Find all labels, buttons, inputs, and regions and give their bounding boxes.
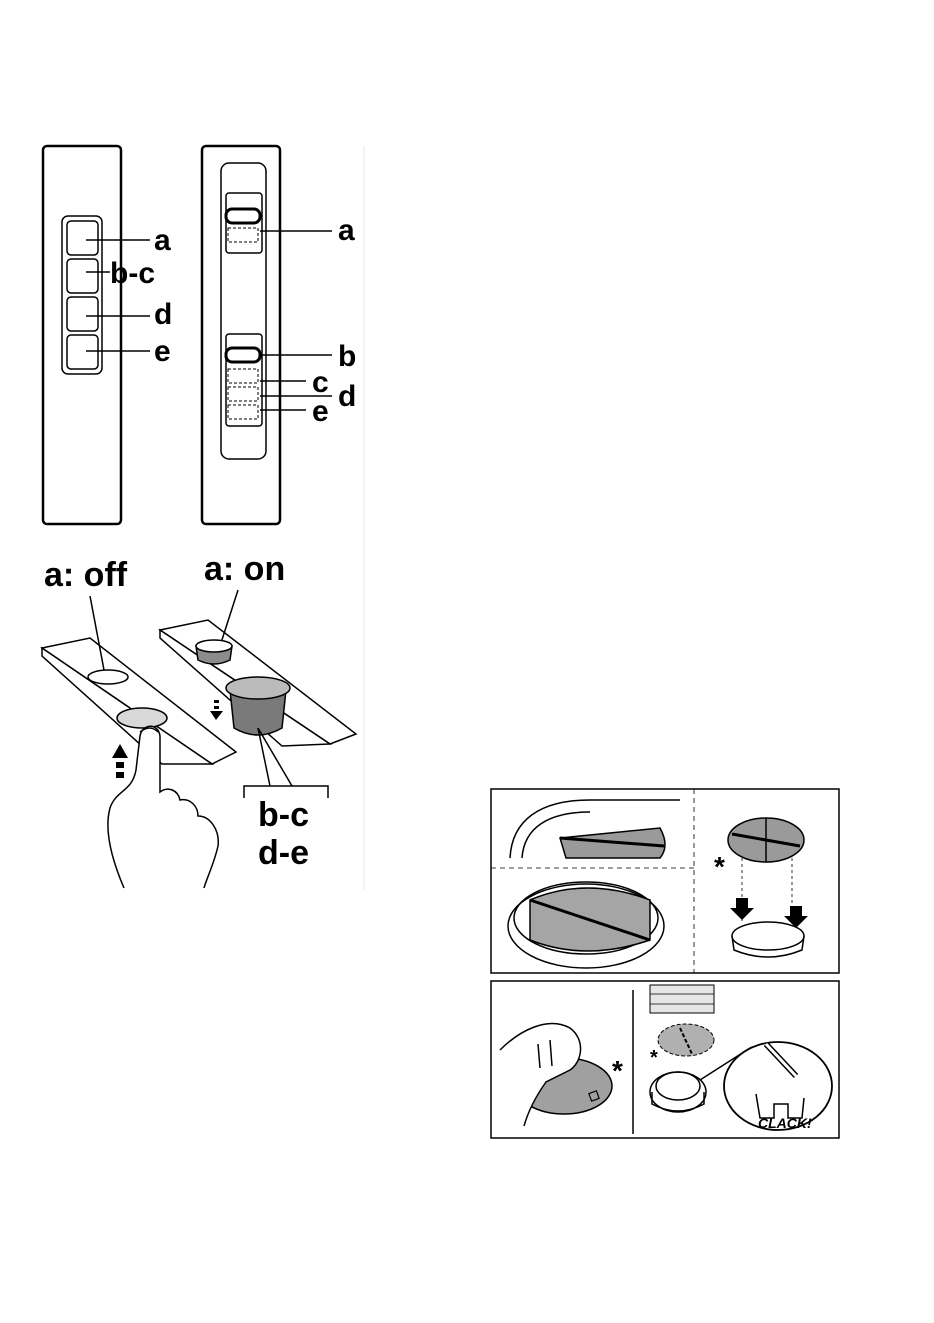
label-bc-left: b-c [110, 257, 155, 290]
label-a-left: a [154, 224, 171, 257]
label-a-on: a: on [204, 550, 285, 588]
asterisk-right: * [650, 1047, 658, 1069]
label-a-right: a [338, 214, 355, 247]
filter-install-top-box [491, 789, 839, 973]
asterisk-top: * [714, 851, 725, 882]
press-down-arrow-icon [210, 700, 223, 720]
label-a-off: a: off [44, 556, 128, 594]
label-d-left: d [154, 298, 172, 331]
label-d-right: d [338, 380, 356, 413]
panel-sliders [202, 146, 332, 524]
label-e-right: e [312, 395, 329, 428]
asterisk-left: * [612, 1055, 623, 1086]
clack-label: CLACK! [758, 1115, 812, 1131]
label-e-left: e [154, 335, 171, 368]
label-de-bottom: d-e [258, 834, 309, 872]
push-up-arrow-icon [112, 744, 128, 778]
label-b-right: b [338, 340, 356, 373]
label-bc-bottom: b-c [258, 796, 309, 834]
panel-push-buttons [43, 146, 150, 524]
